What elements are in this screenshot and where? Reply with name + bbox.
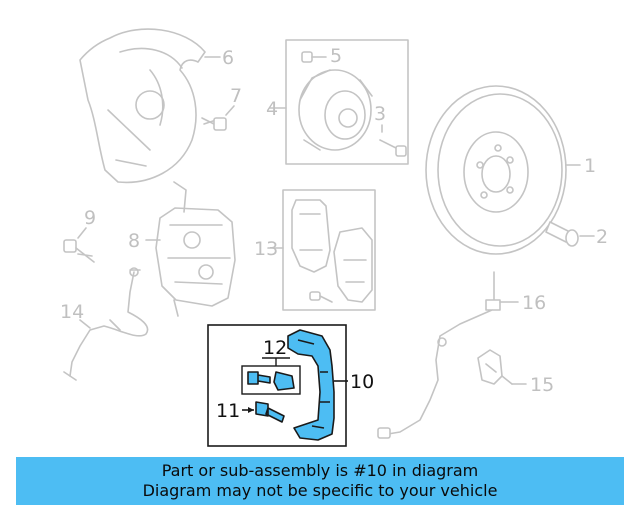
callout-14[interactable]: 14 xyxy=(60,301,84,323)
callout-12[interactable]: 12 xyxy=(263,337,287,359)
part-hub-assembly: 4 5 3 xyxy=(266,39,409,165)
part-caliper: 8 xyxy=(128,181,236,317)
info-banner: Part or sub-assembly is #10 in diagram D… xyxy=(16,457,624,505)
callout-2[interactable]: 2 xyxy=(596,226,608,248)
callout-3[interactable]: 3 xyxy=(374,103,386,125)
callout-11[interactable]: 11 xyxy=(216,400,240,422)
part-wear-sensor: 16 xyxy=(377,271,546,439)
callout-15[interactable]: 15 xyxy=(530,374,554,396)
banner-line-2: Diagram may not be specific to your vehi… xyxy=(142,481,498,500)
callout-5[interactable]: 5 xyxy=(330,45,342,67)
part-clip-15: 15 xyxy=(477,349,554,396)
callout-9[interactable]: 9 xyxy=(84,207,96,229)
callout-4[interactable]: 4 xyxy=(266,98,278,120)
part-caliper-bracket-group[interactable]: 10 12 11 xyxy=(207,324,374,447)
guide-bolt[interactable] xyxy=(247,371,271,385)
callout-10[interactable]: 10 xyxy=(350,371,374,393)
part-brake-hose: 14 xyxy=(60,267,149,381)
callout-7[interactable]: 7 xyxy=(230,85,242,107)
banner-line-1: Part or sub-assembly is #10 in diagram xyxy=(161,461,479,480)
parts-diagram: 6 7 4 5 3 1 xyxy=(60,28,608,447)
callout-13[interactable]: 13 xyxy=(254,238,278,260)
guide-bushing[interactable] xyxy=(273,371,295,391)
bracket-bolt[interactable] xyxy=(255,401,285,423)
part-splash-shield: 6 xyxy=(79,28,234,184)
callout-6[interactable]: 6 xyxy=(222,47,234,69)
callout-16[interactable]: 16 xyxy=(522,292,546,314)
part-bolt-7: 7 xyxy=(201,85,242,131)
caliper-bracket[interactable] xyxy=(287,329,335,441)
part-brake-pads: 13 xyxy=(254,189,376,311)
callout-8[interactable]: 8 xyxy=(128,230,140,252)
part-screw-2: 2 xyxy=(545,221,608,248)
part-bolt-9: 9 xyxy=(63,207,96,263)
part-brake-rotor: 1 xyxy=(425,85,596,255)
callout-1[interactable]: 1 xyxy=(584,155,596,177)
